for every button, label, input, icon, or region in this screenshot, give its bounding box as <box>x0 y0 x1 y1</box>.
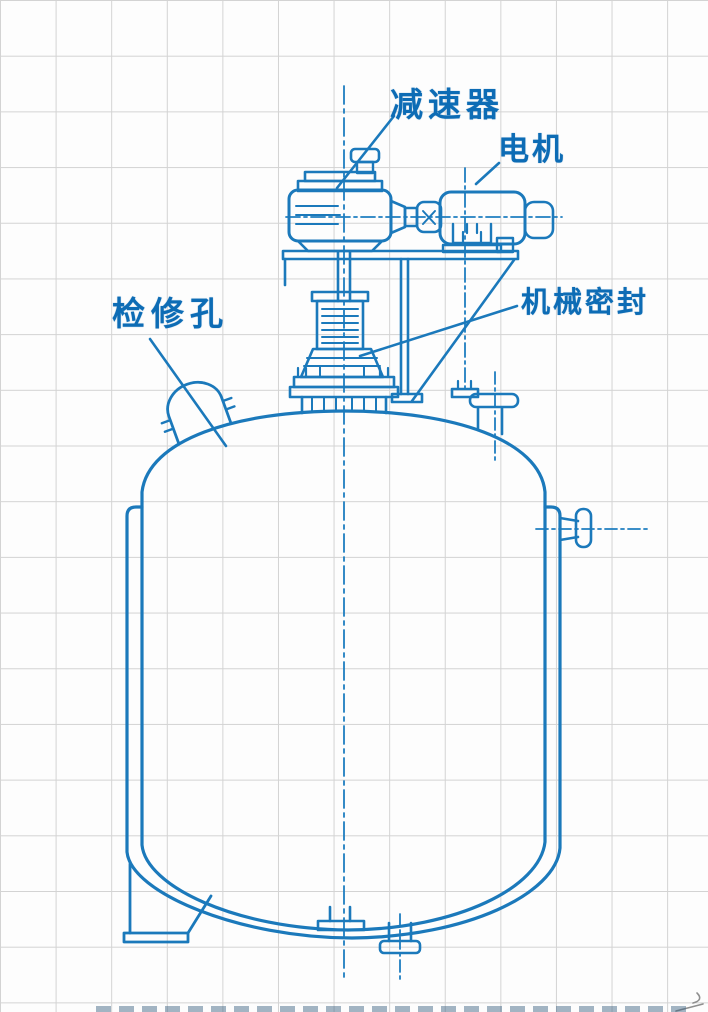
pen-mark <box>675 992 704 1012</box>
side-nozzle <box>558 507 593 549</box>
centerlines <box>285 85 649 984</box>
leader-inspection-hole <box>148 337 228 448</box>
stand-brace <box>410 258 516 403</box>
label-mechanical-seal: 机械密封 <box>521 287 650 319</box>
leader-reducer <box>335 114 396 190</box>
label-reducer: 减速器 <box>390 86 504 123</box>
cutoff-text-strip <box>96 1006 688 1012</box>
mechanical-seal-assembly <box>288 250 400 415</box>
reducer <box>287 147 393 253</box>
support-leg <box>122 862 213 944</box>
leader-lines <box>148 114 519 448</box>
manhole <box>160 381 236 445</box>
top-right-nozzle <box>468 392 520 436</box>
label-inspection-hole: 检修孔 <box>112 295 229 332</box>
jacket-outline <box>125 505 562 940</box>
motor <box>438 190 555 254</box>
leader-motor <box>474 161 501 186</box>
drain-nozzle <box>378 921 422 955</box>
drive-stand <box>281 249 520 404</box>
label-motor: 电机 <box>498 132 566 167</box>
bottom-bracket <box>316 905 366 932</box>
leader-mechanical-seal <box>358 304 519 358</box>
